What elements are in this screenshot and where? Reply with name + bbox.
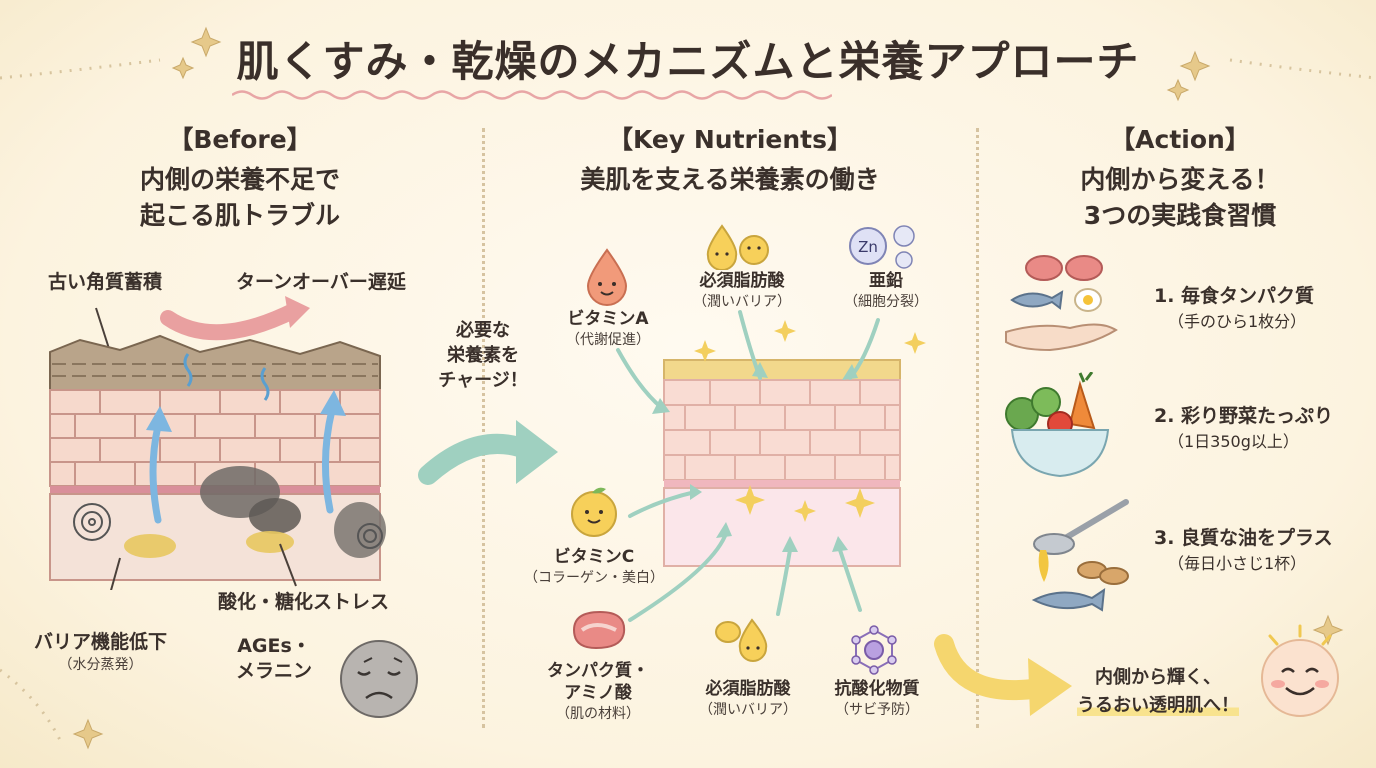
nutrients-subtitle: 美肌を支える栄養素の働き — [580, 165, 880, 194]
page-title: 肌くすみ・乾燥のメカニズムと栄養アプローチ — [236, 37, 1140, 86]
result-text: 内側から輝く、 うるおい透明肌へ！ — [1077, 667, 1239, 716]
action-item-vegetables: 2. 彩り野菜たっぷり （1日350g以上） — [1154, 405, 1334, 451]
antioxidant-molecule-icon — [851, 625, 897, 675]
label-barrier-loss: バリア機能低下 （水分蒸発） — [34, 631, 168, 673]
nutrient-vitamin-a: ビタミンA （代謝促進） — [566, 309, 650, 348]
vegetable-bowl-icon — [1005, 372, 1110, 478]
action-subtitle-2: 3つの実践食習慣 — [1083, 201, 1277, 230]
healthy-skin-illustration — [616, 310, 926, 622]
charge-text: 必要な 栄養素を チャージ！ — [438, 320, 528, 391]
label-ages-melanin: AGEs・ メラニン — [236, 635, 313, 682]
healthy-oil-icon — [1031, 499, 1129, 612]
charge-arrow — [418, 420, 558, 485]
before-subtitle-2: 起こる肌トラブル — [139, 201, 340, 230]
nutrient-fatty-acid: 必須脂肪酸 （潤いバリア） — [693, 271, 791, 310]
separator-left — [482, 128, 485, 728]
label-old-keratin: 古い角質蓄積 — [48, 271, 163, 293]
title-underline — [232, 90, 832, 100]
protein-foods-icon — [1005, 255, 1118, 352]
nutrient-fatty-acid-2: 必須脂肪酸 （潤いバリア） — [699, 679, 797, 718]
fatty-acid-oil-icon-2 — [715, 618, 768, 662]
nutrient-vitamin-c: ビタミンC （コラーゲン・美白） — [524, 547, 664, 586]
action-item-oil: 3. 良質な油をプラス （毎日小さじ1杯） — [1154, 527, 1333, 573]
label-oxidative-stress: 酸化・糖化ストレス — [218, 591, 390, 613]
before-heading: 【Before】 — [168, 125, 312, 154]
zinc-symbol: Zn — [858, 238, 878, 256]
damaged-skin-illustration — [49, 296, 386, 590]
happy-face-icon — [1261, 624, 1339, 717]
vitamin-c-citrus-icon — [571, 487, 617, 537]
sad-face-icon — [340, 640, 418, 718]
vitamin-a-drop-icon — [586, 248, 628, 306]
action-subtitle-1: 内側から変える！ — [1080, 165, 1280, 194]
label-turnover-delay: ターンオーバー遅延 — [236, 271, 406, 293]
nutrient-protein: タンパク質・ アミノ酸 （肌の材料） — [547, 661, 649, 722]
separator-right — [976, 128, 979, 728]
nutrient-antioxidant: 抗酸化物質 （サビ予防） — [834, 679, 920, 718]
nutrients-heading: 【Key Nutrients】 — [607, 125, 853, 154]
protein-meat-icon — [572, 610, 626, 650]
action-item-protein: 1. 毎食タンパク質 （手のひら1枚分） — [1154, 285, 1315, 331]
zinc-mineral-icon: Zn — [849, 225, 915, 269]
fatty-acid-oil-icon — [706, 224, 769, 270]
action-heading: 【Action】 — [1110, 125, 1250, 154]
result-arrow — [934, 634, 1072, 716]
before-subtitle-1: 内側の栄養不足で — [139, 165, 340, 194]
nutrient-zinc: 亜鉛 （細胞分裂） — [844, 271, 928, 310]
